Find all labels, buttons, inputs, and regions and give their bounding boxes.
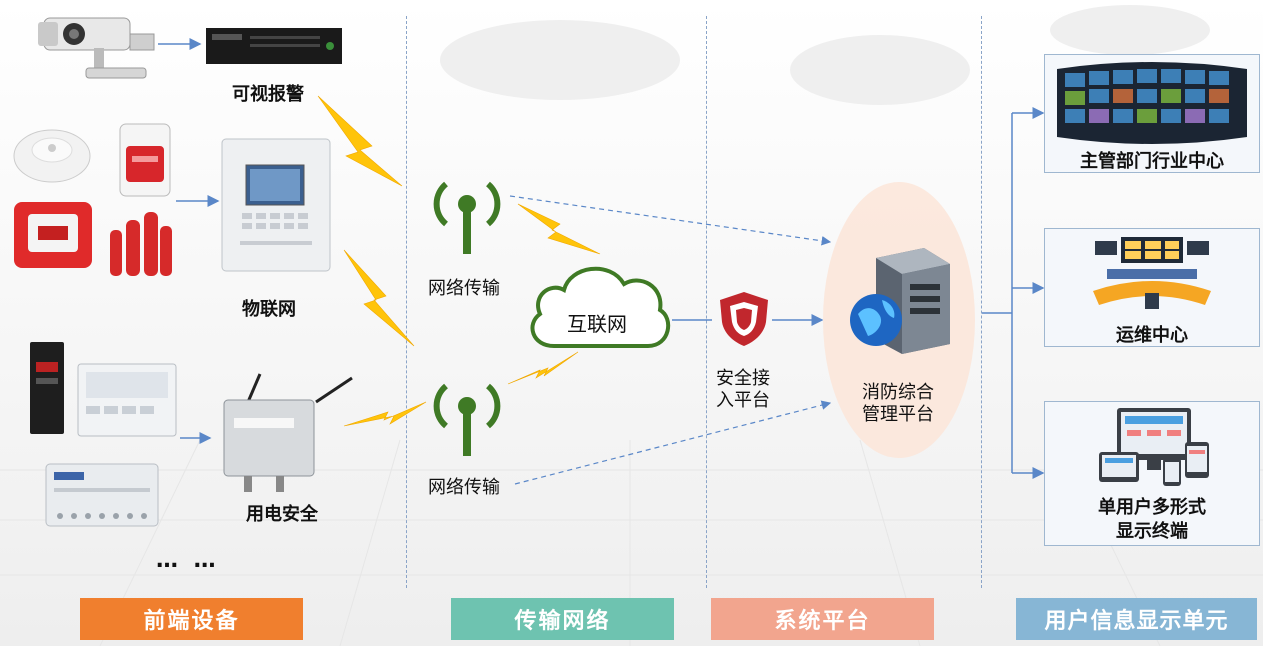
server-globe-icon xyxy=(850,248,950,354)
footer-transmission: 传输网络 xyxy=(451,598,674,640)
separator-2 xyxy=(706,16,707,588)
breaker-meter-icon xyxy=(30,342,64,434)
alarm-bell-icon xyxy=(119,123,171,197)
sensor-module-icon xyxy=(45,463,159,527)
wireless-box-icon xyxy=(223,373,353,492)
panel-multi-terminal: 单用户多形式 显示终端 xyxy=(1044,401,1260,546)
fire-extinguisher-icon xyxy=(110,212,172,276)
label-security-access: 安全接 入平台 xyxy=(716,368,770,411)
panel-authority-center: 主管部门行业中心 xyxy=(1044,54,1260,173)
smoke-detector-icon xyxy=(13,129,91,183)
control-room-icon xyxy=(1093,237,1211,309)
bolt-antenna-bottom-to-cloud xyxy=(507,351,579,385)
label-iot: 物联网 xyxy=(242,299,296,320)
label-internet: 互联网 xyxy=(567,312,627,336)
manual-call-point-icon xyxy=(14,202,92,268)
bolt-panel-to-antenna xyxy=(343,249,415,347)
panel-ops-center: 运维中心 xyxy=(1044,228,1260,347)
energy-meter-icon xyxy=(77,363,177,437)
footer-system-platform: 系统平台 xyxy=(711,598,934,640)
label-video-alarm: 可视报警 xyxy=(232,84,304,105)
video-wall-icon xyxy=(1057,62,1247,144)
bolt-antenna-to-cloud xyxy=(517,203,601,255)
label-electric-safety: 用电安全 xyxy=(246,504,318,525)
multi-device-icon xyxy=(1099,408,1209,486)
antenna-top-icon xyxy=(433,181,501,254)
bolt-dvr-to-antenna xyxy=(317,95,403,187)
label-multi-terminal: 单用户多形式 显示终端 xyxy=(1098,497,1206,542)
label-transmit-top: 网络传输 xyxy=(428,278,500,299)
label-authority-center: 主管部门行业中心 xyxy=(1080,151,1224,172)
footer-front-end: 前端设备 xyxy=(80,598,303,640)
more-devices-ellipsis: … … xyxy=(156,548,220,573)
camera-icon xyxy=(38,17,155,79)
bolt-box-to-antenna xyxy=(343,401,427,427)
link-antenna-bottom-to-platform xyxy=(514,400,832,485)
monitoring-panel-icon xyxy=(221,138,331,272)
label-transmit-bottom: 网络传输 xyxy=(428,477,500,498)
separator-1 xyxy=(406,16,407,588)
shield-icon xyxy=(720,292,768,346)
cloud-icon xyxy=(530,266,670,348)
label-fire-management: 消防综合 管理平台 xyxy=(862,382,934,425)
dvr-icon xyxy=(206,28,342,64)
antenna-bottom-icon xyxy=(433,383,501,456)
separator-3 xyxy=(981,16,982,588)
label-ops-center: 运维中心 xyxy=(1116,325,1188,346)
footer-user-display: 用户信息显示单元 xyxy=(1016,598,1257,640)
